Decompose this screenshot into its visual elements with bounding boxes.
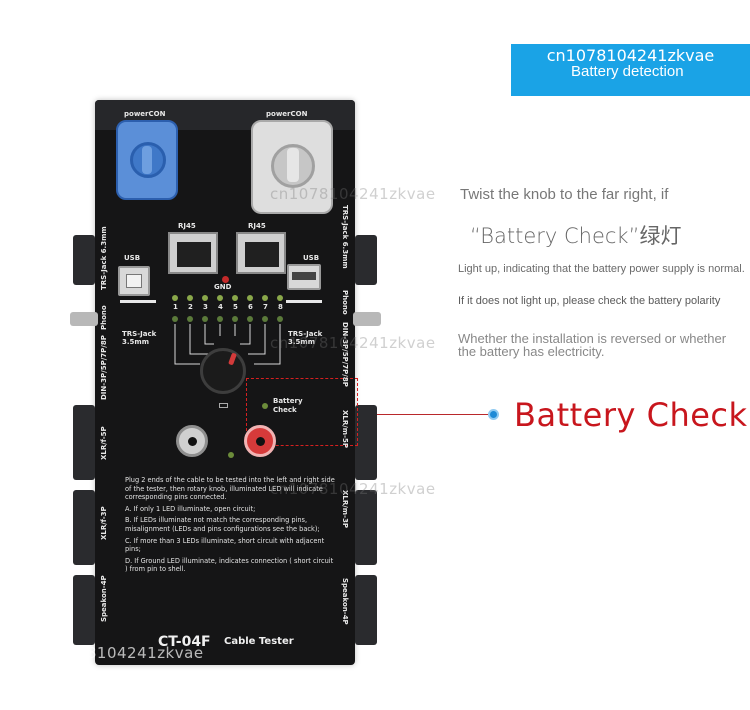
pin-number: 4	[218, 303, 223, 311]
pin-led-lower	[202, 316, 208, 322]
left-trs-63-port	[73, 235, 95, 285]
status-led	[228, 452, 234, 458]
side-left-label: TRS-Jack 6.3mm	[100, 226, 108, 290]
battery-check-label: Battery Check	[273, 397, 303, 414]
right-xlr-3p-port	[355, 490, 377, 565]
pin-led-7	[262, 295, 268, 301]
powercon-left-label: powerCON	[124, 110, 166, 118]
arrow-right-icon	[286, 300, 322, 303]
pin-led-lower	[232, 316, 238, 322]
usb-left-label: USB	[124, 254, 141, 262]
side-right-label: DIN-3P/5P/7P/8P	[341, 322, 349, 387]
battery-check-led	[262, 403, 268, 409]
rj45-right-port	[236, 232, 286, 274]
pin-led-2	[187, 295, 193, 301]
model-subtitle: Cable Tester	[224, 636, 294, 647]
pin-number: 7	[263, 303, 268, 311]
rj45-left-label: RJ45	[178, 222, 196, 230]
pin-number: 3	[203, 303, 208, 311]
banner-title: Battery detection	[571, 63, 684, 80]
description-line-3: Light up, indicating that the battery po…	[458, 263, 745, 275]
arrow-left-icon	[120, 300, 156, 303]
right-xlr-5p-port	[355, 405, 377, 480]
watermark: cn1078104241zkvae	[38, 644, 204, 662]
banner-watermark: cn1078104241zkvae	[546, 46, 715, 65]
pin-led-3	[202, 295, 208, 301]
pin-led-lower	[217, 316, 223, 322]
callout-label: Battery Check	[514, 396, 748, 434]
powercon-right-label: powerCON	[266, 110, 308, 118]
side-left-label: DIN-3P/5P/7P/8P	[100, 335, 108, 400]
instruction-text: D. If Ground LED illuminate, indicates c…	[125, 556, 334, 574]
side-right-label: Speakon-4P	[341, 578, 349, 625]
trs-left-label: TRS-Jack 3.5mm	[122, 330, 157, 346]
pin-number: 2	[188, 303, 193, 311]
pin-number: 1	[173, 303, 178, 311]
side-right-label: XLR/m-5P	[341, 410, 349, 449]
pin-led-lower	[247, 316, 253, 322]
rj45-left-port	[168, 232, 218, 274]
callout-line	[355, 414, 490, 415]
pin-led-lower	[172, 316, 178, 322]
left-speakon-port	[73, 575, 95, 645]
right-phono-port	[353, 312, 381, 326]
header-banner: cn1078104241zkvae Battery detection	[511, 44, 750, 96]
rj45-right-label: RJ45	[248, 222, 266, 230]
powercon-blue-connector	[116, 120, 178, 200]
rotary-knob[interactable]	[200, 348, 246, 394]
usb-b-port	[118, 266, 150, 296]
side-left-label: Speakon-4P	[100, 575, 108, 622]
side-left-label: XLR/f-3P	[100, 506, 108, 540]
watermark: cn1078104241zkvae	[270, 480, 436, 498]
instruction-text: A. If only 1 LED illuminate, open circui…	[125, 504, 256, 513]
instructions-panel: Plug 2 ends of the cable to be tested in…	[125, 476, 335, 577]
pin-number: 6	[248, 303, 253, 311]
description-line-5: Whether the installation is reversed or …	[458, 331, 727, 359]
instruction-text: Plug 2 ends of the cable to be tested in…	[125, 476, 335, 502]
usb-a-port	[287, 264, 321, 290]
side-right-label: Phono	[341, 290, 349, 315]
pin-led-8	[277, 295, 283, 301]
left-xlr-3p-port	[73, 490, 95, 565]
pin-led-4	[217, 295, 223, 301]
description-line-2: “Battery Check”绿灯	[470, 224, 682, 248]
battery-icon	[219, 403, 228, 408]
pin-number: 8	[278, 303, 283, 311]
pin-led-5	[232, 295, 238, 301]
right-trs-63-port	[355, 235, 377, 285]
trs-right-label: TRS-Jack 3.5mm	[288, 330, 323, 346]
left-xlr-5p-port	[73, 405, 95, 480]
callout-dot	[488, 409, 499, 420]
side-right-label: TRS-Jack 6.3mm	[341, 205, 349, 269]
right-speakon-port	[355, 575, 377, 645]
pin-number: 5	[233, 303, 238, 311]
battery-check-highlight	[246, 378, 358, 446]
powercon-grey-connector	[251, 120, 333, 214]
watermark: cn1078104241zkvae	[270, 185, 436, 203]
gnd-label: GND	[214, 283, 232, 291]
side-left-label: Phono	[100, 305, 108, 330]
pin-led-lower	[277, 316, 283, 322]
pin-led-lower	[262, 316, 268, 322]
description-line-1: Twist the knob to the far right, if	[460, 186, 669, 203]
instruction-text: C. If more than 3 LEDs illuminate, short…	[125, 536, 325, 554]
pin-led-1	[172, 295, 178, 301]
watermark: cn1078104241zkvae	[270, 334, 436, 352]
rca-right-jack	[244, 425, 276, 457]
pin-wiring-lines	[174, 324, 281, 365]
left-phono-port	[70, 312, 98, 326]
usb-right-label: USB	[303, 254, 320, 262]
description-line-4: If it does not light up, please check th…	[458, 295, 721, 307]
instruction-text: B. If LEDs illuminate not match the corr…	[125, 516, 320, 533]
side-left-label: XLR/f-5P	[100, 426, 108, 460]
model-name: CT-04F	[158, 634, 211, 650]
rca-left-jack	[176, 425, 208, 457]
pin-led-6	[247, 295, 253, 301]
gnd-led	[222, 276, 229, 283]
pin-led-lower	[187, 316, 193, 322]
